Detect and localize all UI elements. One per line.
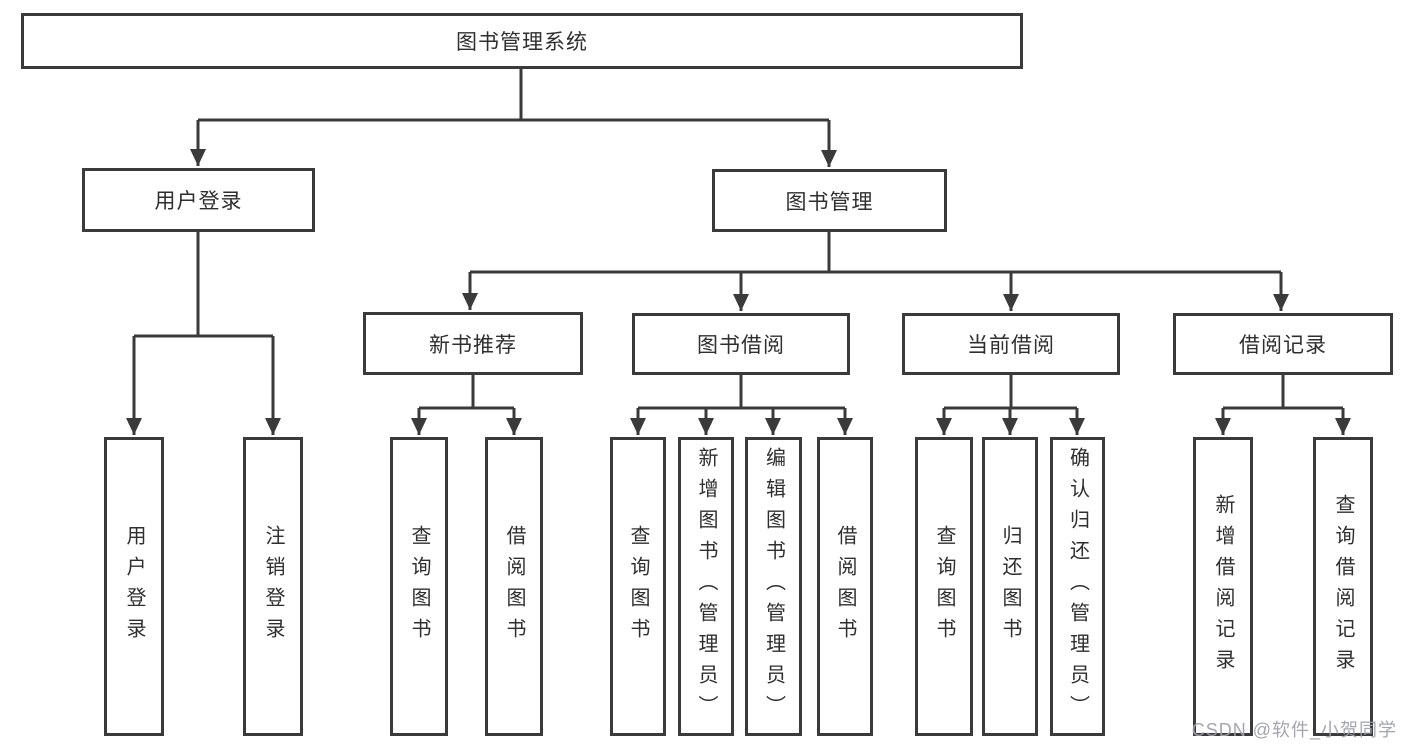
csdn-watermark: CSDN @软件_小贺同学	[1191, 720, 1397, 740]
connector-records-spine	[1223, 375, 1343, 410]
connector-root-spine	[198, 69, 829, 122]
leaf-user-login: 用户登录	[104, 437, 164, 736]
leaf-borrow-book-2: 借阅图书	[817, 437, 873, 736]
leaf-query-borrow-record: 查询借阅记录	[1313, 437, 1373, 736]
connector-user-login-spine	[134, 232, 273, 338]
leaf-confirm-return-admin: 确认归还（管理员）	[1050, 437, 1105, 736]
leaf-return-book: 归还图书	[982, 437, 1038, 736]
node-system-root: 图书管理系统	[21, 13, 1023, 69]
node-new-book-recommend: 新书推荐	[363, 312, 583, 375]
leaf-logout: 注销登录	[243, 437, 303, 736]
connector-current-spine	[944, 375, 1077, 410]
leaf-query-book-3: 查询图书	[915, 437, 973, 736]
leaf-edit-book-admin: 编辑图书（管理员）	[745, 437, 802, 736]
node-borrow-records: 借阅记录	[1173, 313, 1393, 375]
connector-borrow-spine	[638, 375, 845, 410]
node-book-borrow: 图书借阅	[632, 313, 850, 375]
leaf-borrow-book-1: 借阅图书	[485, 437, 543, 736]
leaf-add-borrow-record: 新增借阅记录	[1193, 437, 1253, 736]
leaf-query-book-2: 查询图书	[610, 437, 666, 736]
leaf-query-book-1: 查询图书	[390, 437, 448, 736]
node-book-management: 图书管理	[712, 169, 947, 232]
connector-book-mgmt-spine	[470, 232, 1281, 274]
connector-new-book-spine	[419, 375, 514, 410]
node-user-login: 用户登录	[82, 168, 315, 232]
leaf-add-book-admin: 新增图书（管理员）	[678, 437, 734, 736]
node-current-borrow: 当前借阅	[902, 313, 1120, 375]
